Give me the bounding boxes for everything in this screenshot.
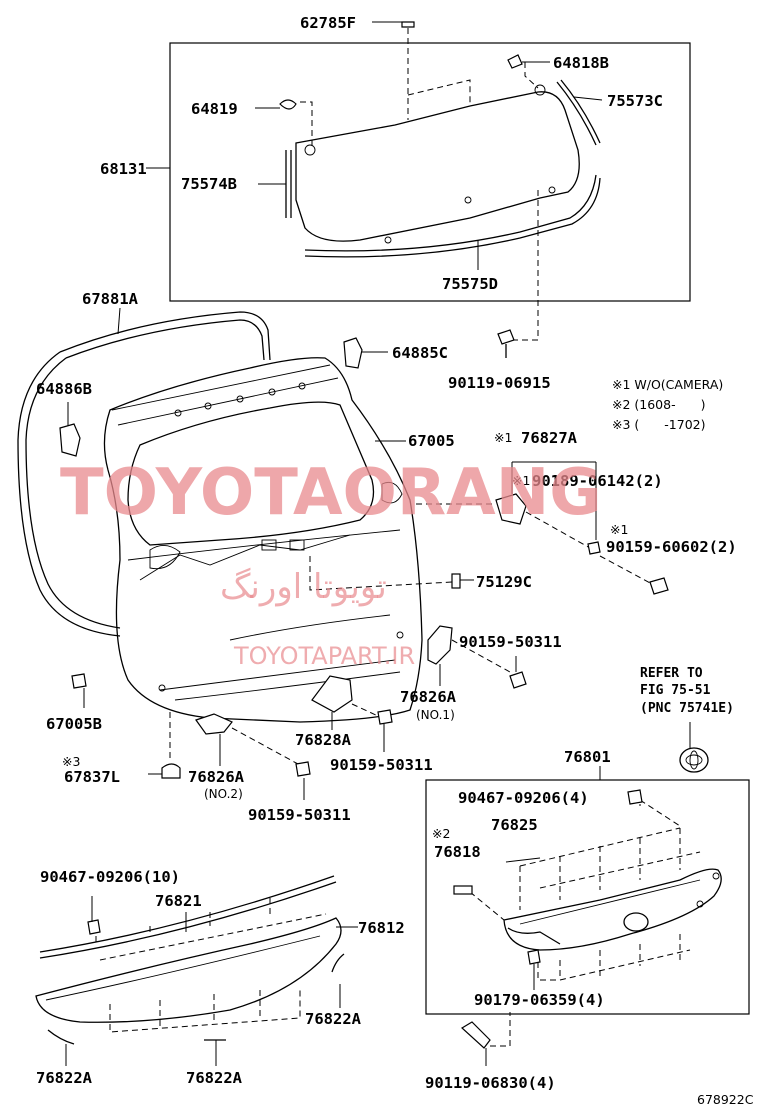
bolt-90159-50311-b	[377, 709, 393, 725]
refer-line-3: (PNC 75741E)	[640, 701, 734, 716]
label-68131: 68131	[100, 160, 147, 178]
label-90119-06915: 90119-06915	[448, 374, 551, 392]
label-90189-06142: 90189-06142(2)	[532, 472, 663, 490]
label-90467-09206-10: 90467-09206(10)	[40, 868, 180, 886]
bolt-67005B	[71, 673, 87, 689]
label-75575D: 75575D	[442, 275, 498, 293]
label-90159-50311-b: 90159-50311	[330, 756, 433, 774]
refer-line-2: FIG 75-51	[640, 683, 711, 698]
label-76812: 76812	[358, 919, 405, 937]
garnish-group-box	[425, 779, 750, 1015]
label-76828A: 76828A	[295, 731, 352, 749]
label-67005: 67005	[408, 432, 455, 450]
clip-76818	[453, 885, 473, 895]
back-window-glass	[295, 91, 580, 242]
watermark-persian: تویوتا اورنگ	[220, 567, 387, 607]
label-67837L: 67837L	[64, 768, 120, 786]
bolt-90159-50311-a	[509, 671, 527, 689]
moulding-76821	[39, 875, 335, 953]
label-76822A-m: 76822A	[186, 1069, 243, 1087]
label-90159-60602: 90159-60602(2)	[606, 538, 737, 556]
figure-code: 678922C	[697, 1092, 754, 1107]
bolt-90159-60602	[649, 577, 669, 595]
back-glass-group-box	[169, 42, 691, 302]
watermark-brand: TOYOTAORANG	[60, 456, 602, 530]
back-door-garnish-76801	[503, 868, 722, 951]
label-76822A-l: 76822A	[36, 1069, 93, 1087]
hinge-76826A-no1	[427, 625, 453, 665]
label-76818: 76818	[434, 843, 481, 861]
label-90159-50311-a: 90159-50311	[459, 633, 562, 651]
moulding-76822A-r	[331, 953, 345, 973]
watermark-url: TOYOTAPART.IR	[233, 642, 415, 670]
note-3: ※3 ( -1702)	[612, 417, 705, 432]
label-76827A: 76827A	[521, 429, 578, 447]
clip-64818B	[507, 54, 523, 69]
mark-76827A: ※1	[494, 430, 512, 445]
note-2: ※2 (1608- )	[612, 397, 705, 412]
bolt-90119-06915	[497, 329, 515, 358]
hinge-76828A	[311, 675, 353, 713]
moulding-75573C	[556, 81, 597, 146]
label-75129C: 75129C	[476, 573, 532, 591]
label-64818B: 64818B	[553, 54, 609, 72]
back-door-panel-67005	[103, 357, 423, 723]
label-76826A-no1: 76826A	[400, 688, 457, 706]
sublabel-no2: (NO.2)	[204, 787, 243, 801]
note-1: ※1 W/O(CAMERA)	[612, 377, 723, 392]
label-62785F: 62785F	[300, 14, 356, 32]
clip-62785F	[401, 21, 415, 28]
label-76801: 76801	[564, 748, 611, 766]
bolt-90119-06830	[460, 1021, 491, 1049]
label-76822A-r: 76822A	[305, 1010, 362, 1028]
bracket-76827A	[495, 493, 527, 525]
moulding-76822A-l	[47, 1029, 75, 1045]
lower-garnish-76812	[35, 917, 342, 1023]
moulding-75574B	[285, 150, 292, 218]
mark-67837L: ※3	[62, 754, 80, 769]
nut-90179-06359	[527, 949, 541, 965]
nut-90467-09206-10	[87, 919, 101, 935]
label-90467-09206-4: 90467-09206(4)	[458, 789, 589, 807]
nut-90467-09206-4	[627, 789, 643, 805]
label-75574B: 75574B	[181, 175, 237, 193]
emblem-icon	[679, 747, 709, 773]
label-90159-50311-c: 90159-50311	[248, 806, 351, 824]
label-90119-06830: 90119-06830(4)	[425, 1074, 556, 1092]
cushion-67837L	[161, 763, 181, 779]
moulding-75575D	[304, 174, 597, 252]
back-door-window-opening	[127, 401, 375, 546]
label-76821: 76821	[155, 892, 202, 910]
bolt-90159-50311-c	[295, 761, 311, 777]
clip-64819	[279, 99, 297, 110]
clip-75129C	[451, 573, 461, 589]
watermark: TOYOTAORANG تویوتا اورنگ TOYOTAPART.IR	[60, 456, 602, 670]
label-76826A-no2: 76826A	[188, 768, 245, 786]
label-64819: 64819	[191, 100, 238, 118]
sublabel-no1: (NO.1)	[416, 708, 455, 722]
mark-90159-60602: ※1	[610, 522, 628, 537]
hinge-76826A-no2	[195, 713, 233, 735]
label-64886B: 64886B	[36, 380, 92, 398]
bracket-64885C	[343, 337, 363, 369]
label-90179-06359: 90179-06359(4)	[474, 991, 605, 1009]
label-76825: 76825	[491, 816, 538, 834]
refer-line-1: REFER TO	[640, 666, 703, 681]
mark-76818: ※2	[432, 826, 450, 841]
label-67005B: 67005B	[46, 715, 102, 733]
label-67881A: 67881A	[82, 290, 139, 308]
mark-90189-06142: ※1	[512, 473, 530, 488]
label-75573C: 75573C	[607, 92, 663, 110]
weatherstrip-67881A	[17, 311, 271, 637]
label-64885C: 64885C	[392, 344, 448, 362]
bracket-64886B	[59, 423, 81, 457]
